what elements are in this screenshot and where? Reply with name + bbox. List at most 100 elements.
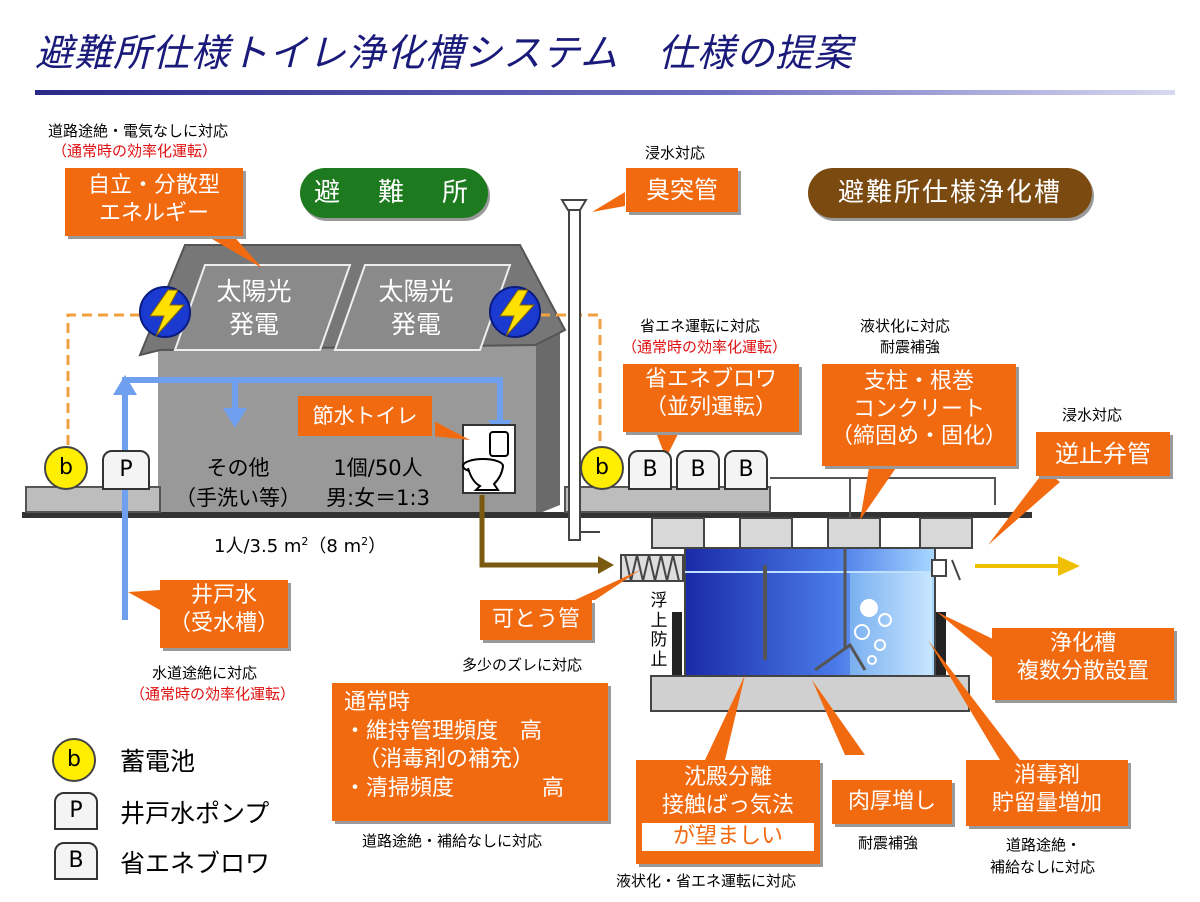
callout-disinfect-line1: 消毒剤 [1013, 763, 1080, 788]
area-close-paren: ） [368, 536, 387, 557]
tail-disinfect [928, 640, 1020, 760]
callout-tank: 浄化槽 複数分散設置 [992, 628, 1174, 700]
base-slab [650, 675, 970, 712]
other-uses: その他 （手洗い等） [168, 452, 308, 512]
lightning-icon-right [489, 286, 541, 338]
area-sup-2: 2 [361, 535, 369, 548]
callout-pillar-line3: （締固め・固化） [830, 424, 1007, 449]
solar-panel-right: 太陽光 発電 [360, 276, 472, 341]
tail-flex [575, 570, 640, 600]
solar-right-line2: 発電 [390, 309, 441, 339]
roof-panel-left [173, 264, 352, 351]
drain-arrow [598, 556, 614, 574]
toilet-icon [462, 424, 516, 494]
building-side [535, 330, 560, 515]
area-per-person-text: 1人/3.5 m [214, 536, 302, 557]
roof-panel-right [333, 264, 512, 351]
power-line-right [540, 313, 602, 455]
callout-tank-line2: 複数分散設置 [1016, 658, 1149, 684]
tail-vent [592, 192, 625, 212]
supply-note: 道路途絶・補給なしに対応 [362, 832, 543, 850]
callout-flex-pipe: 可とう管 [480, 600, 592, 640]
float-prevention-label: 浮上防止 [650, 591, 668, 670]
water-note: 水道途絶に対応 [152, 664, 258, 682]
flow-arrow [1058, 556, 1080, 576]
solar-panel-left: 太陽光 発電 [198, 276, 310, 341]
callout-normal-line1: ・維持管理頻度 高 [344, 718, 543, 744]
toilet-ratio: 1個/50人 男:女＝1:3 [308, 452, 448, 512]
vent-note: 浸水対応 [645, 144, 706, 162]
area-per-person: 1人/3.5 m2（8 m2） [214, 532, 386, 558]
flex-note: 多少のズレに対応 [462, 656, 583, 674]
blower-pipe [770, 477, 996, 505]
water-note-red: （通常時の効率化運転） [130, 685, 296, 703]
riser-3 [827, 517, 881, 549]
callout-settle-line1: 沈殿分離 [683, 765, 772, 790]
legend-pump-icon: P [54, 792, 98, 830]
callout-tank-line1: 浄化槽 [1049, 631, 1116, 656]
water-arrow-up [113, 375, 137, 395]
quake-note-2: 耐震補強 [880, 338, 941, 356]
shelter-label: 避 難 所 [300, 168, 488, 218]
callout-thicken: 肉厚増し [832, 780, 952, 824]
anchor-left [672, 612, 682, 676]
tail-backflow [988, 470, 1060, 545]
tail-well [128, 590, 160, 610]
blower-icon-2: B [676, 450, 720, 490]
callout-disinfect: 消毒剤 貯留量増加 [966, 760, 1128, 826]
callout-pillar-line2: コンクリート [852, 396, 985, 422]
callout-energy-line1: 自立・分散型 [87, 173, 220, 198]
callout-well: 井戸水 （受水槽） [160, 580, 288, 648]
water-pipe [122, 377, 503, 620]
callout-settle-line2: 接触ばっ気法 [661, 792, 794, 818]
callout-normal-line3: ・清掃頻度 高 [344, 775, 565, 801]
callout-toilet: 節水トイレ [298, 396, 432, 436]
callout-settle-line3: が望ましい [642, 823, 814, 851]
energy-note-red: （通常時の効率化運転） [52, 142, 218, 160]
tail-energy [200, 232, 262, 268]
quake-note-1: 液状化に対応 [860, 317, 951, 335]
vent-pipe [560, 199, 600, 541]
tail-pillar [860, 462, 900, 520]
callout-blower-line2: （並列運転） [644, 394, 777, 420]
outlet-box [931, 559, 947, 577]
tail-toilet [432, 420, 470, 440]
callout-blower: 省エネブロワ （並列運転） [623, 364, 799, 432]
backflow-note: 浸水対応 [1062, 406, 1123, 424]
toilet-ratio-line2: 男:女＝1:3 [326, 486, 430, 510]
tail-tank [937, 612, 995, 660]
legend-pump-label: 井戸水ポンプ [120, 799, 270, 828]
other-uses-line1: その他 [206, 456, 270, 480]
callout-vent: 臭突管 [626, 168, 738, 212]
legend-battery-icon: b [52, 738, 96, 782]
callout-backflow: 逆止弁管 [1036, 432, 1170, 476]
callout-pillar-line1: 支柱・根巻 [863, 369, 974, 394]
flex-pipe [620, 554, 684, 582]
solar-left-line2: 発電 [228, 309, 279, 339]
ground-line [22, 512, 1032, 518]
page-title: 避難所仕様トイレ浄化槽システム 仕様の提案 [35, 31, 853, 75]
battery-icon-left: b [44, 446, 88, 490]
road-note-2: 補給なしに対応 [990, 858, 1096, 876]
legend-blower-icon: B [54, 842, 98, 880]
energy-note: 道路途絶・電気なしに対応 [48, 122, 229, 140]
riser-4 [919, 517, 973, 549]
solar-right-line1: 太陽光 [378, 277, 454, 306]
road-note-1: 道路途絶・ [1006, 836, 1082, 854]
legend-battery-label: 蓄電池 [120, 747, 196, 776]
area-per-person-alt: （8 m [308, 536, 362, 557]
tank-chamber [850, 572, 932, 676]
callout-normal: 通常時 ・維持管理頻度 高 （消毒剤の補充） ・清掃頻度 高 [332, 683, 608, 821]
callout-energy-line2: エネルギー [98, 200, 209, 226]
battery-icon-right: b [580, 446, 624, 490]
area-sup-1: 2 [301, 535, 309, 548]
anchor-right [936, 612, 946, 676]
pad-right [564, 486, 771, 513]
callout-pillar: 支柱・根巻 コンクリート （締固め・固化） [822, 364, 1016, 466]
power-line-left [66, 313, 140, 455]
callout-well-line1: 井戸水 [190, 583, 257, 608]
callout-energy: 自立・分散型 エネルギー [65, 168, 243, 236]
water-arrow-down-1 [223, 408, 247, 428]
tail-thicken [812, 680, 865, 755]
quake-note-3: 耐震補強 [858, 834, 919, 852]
